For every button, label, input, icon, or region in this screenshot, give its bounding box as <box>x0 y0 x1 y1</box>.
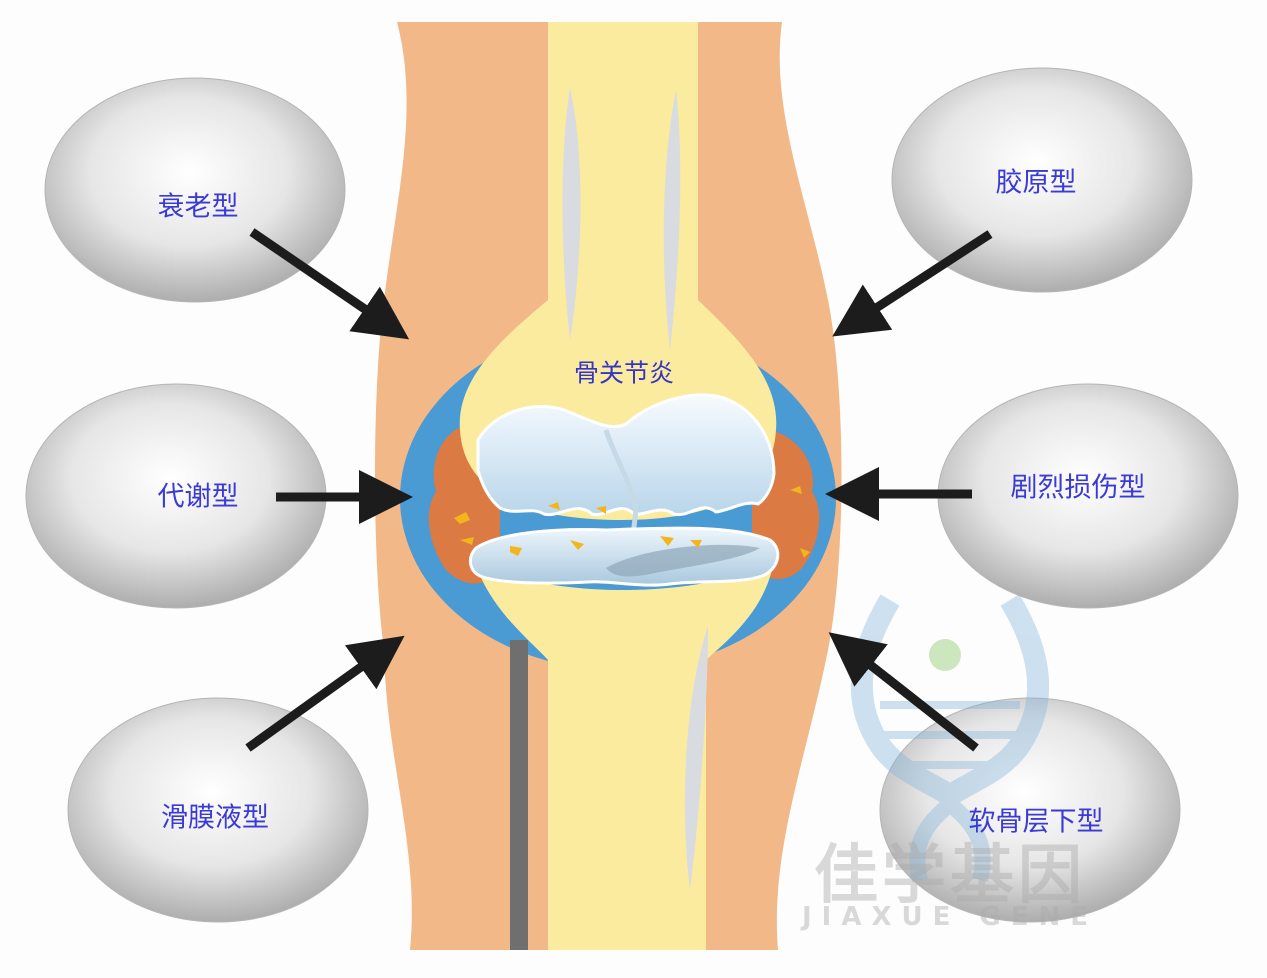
femur-marrow-right <box>663 90 681 350</box>
label-subchondral: 软骨层下型 <box>968 806 1104 838</box>
oval-subchondral <box>879 697 1181 923</box>
arrow-collagen <box>832 230 993 337</box>
arrow-synovial <box>245 635 405 752</box>
arrow-subchondral <box>828 632 979 752</box>
tibia-marrow <box>684 626 708 890</box>
label-collagen: 胶原型 <box>995 167 1077 199</box>
support-rod <box>510 640 528 950</box>
femur-marrow-left <box>562 88 581 340</box>
label-injury: 剧烈损伤型 <box>1010 472 1146 504</box>
meniscus-flap <box>606 544 760 577</box>
arrow-aging <box>249 228 410 340</box>
watermark-chinese: 佳学基因 <box>814 839 1086 913</box>
cartilage-crack <box>603 429 639 561</box>
oval-synovial <box>67 697 369 923</box>
tibial-meniscus <box>469 526 780 587</box>
watermark-english: JIAXUE GENE <box>801 902 1099 932</box>
oval-collagen <box>891 67 1193 293</box>
bone-fragments <box>454 486 810 558</box>
label-aging: 衰老型 <box>157 191 239 223</box>
tibia-bone <box>474 560 774 950</box>
femoral-cartilage <box>476 393 776 517</box>
label-metabolic: 代谢型 <box>157 481 239 513</box>
center-label: 骨关节炎 <box>573 358 675 388</box>
label-synovial: 滑膜液型 <box>161 802 269 834</box>
